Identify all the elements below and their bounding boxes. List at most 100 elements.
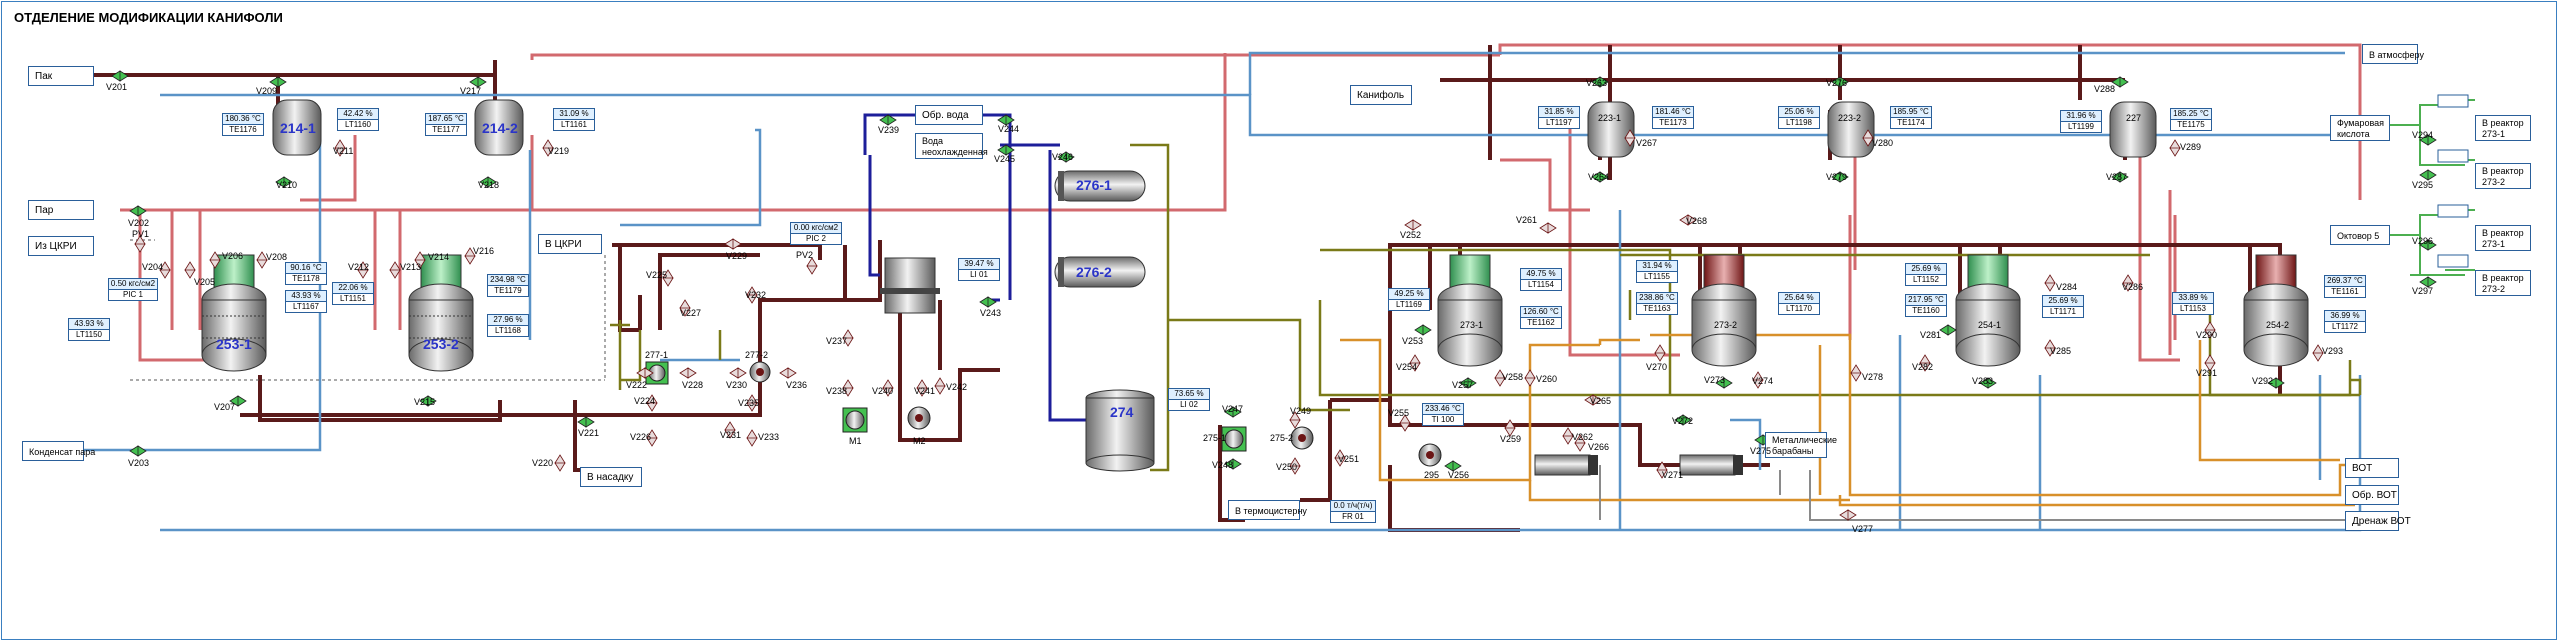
valve-v232[interactable] (746, 286, 758, 304)
tag-lt1161[interactable]: 31.09 %LT1161 (553, 108, 595, 131)
valve-v264[interactable] (1591, 171, 1609, 183)
valve-v230[interactable] (729, 367, 747, 379)
valve-v211[interactable] (334, 139, 346, 157)
valve-v252[interactable] (1404, 219, 1422, 231)
dest-reactor-273-1-a[interactable]: В реактор 273-1 (2475, 115, 2531, 141)
reactor-253-1[interactable] (201, 254, 267, 372)
valve-v265[interactable] (1584, 394, 1602, 406)
pump-275-1[interactable] (1221, 426, 1247, 452)
valve-v276[interactable] (1831, 76, 1849, 88)
valve-v205[interactable] (184, 261, 196, 279)
valve-v278[interactable] (1850, 364, 1862, 382)
dest-obr-vot[interactable]: Обр. ВОТ (2345, 485, 2399, 505)
valve-v225[interactable] (662, 269, 674, 287)
valve-v212[interactable] (357, 261, 369, 279)
valve-v240[interactable] (882, 379, 894, 397)
reactor-273-1[interactable] (1437, 254, 1503, 367)
source-iz-tskri[interactable]: Из ЦКРИ (28, 236, 94, 256)
valve-v202[interactable] (129, 205, 147, 217)
valve-v220[interactable] (554, 454, 566, 472)
valve-v227[interactable] (679, 299, 691, 317)
tag-lt1160[interactable]: 42.42 %LT1160 (337, 108, 379, 131)
pump-277-2[interactable] (749, 361, 771, 383)
valve-v239[interactable] (879, 114, 897, 126)
valve-v216[interactable] (464, 247, 476, 265)
dosing-boxes[interactable] (2437, 94, 2469, 268)
valve-v242[interactable] (934, 377, 946, 395)
dest-v-nasadku[interactable]: В насадку (580, 467, 642, 487)
valve-v224[interactable] (646, 394, 658, 412)
valve-v257[interactable] (1459, 377, 1477, 389)
reactor-273-2[interactable] (1691, 254, 1757, 367)
valve-v243[interactable] (979, 296, 997, 308)
valve-v218[interactable] (479, 176, 497, 188)
valve-v293[interactable] (2312, 344, 2324, 362)
tag-lt1154[interactable]: 49.75 %LT1154 (1520, 268, 1562, 291)
source-par[interactable]: Пар (28, 200, 94, 220)
drum-filler-2[interactable] (1679, 454, 1743, 476)
valve-v280[interactable] (1862, 129, 1874, 147)
valve-v245[interactable] (997, 144, 1015, 156)
motor-m2[interactable] (907, 406, 931, 430)
source-pak[interactable]: Пак (28, 66, 94, 86)
valve-v253[interactable] (1414, 324, 1432, 336)
reactor-254-1[interactable] (1955, 254, 2021, 367)
source-kanifol[interactable]: Канифоль (1350, 85, 1412, 105)
valve-v226[interactable] (646, 429, 658, 447)
valve-pv1[interactable] (134, 235, 146, 253)
tag-lt1167[interactable]: 43.93 %LT1167 (285, 290, 327, 313)
exchanger-276-1[interactable] (1054, 170, 1146, 202)
dest-v-atmosferu[interactable]: В атмосферу (2362, 44, 2424, 64)
valve-v284[interactable] (2044, 274, 2056, 292)
dest-v-termoistern[interactable]: В термоцистерну (1228, 500, 1307, 520)
valve-v254[interactable] (1409, 354, 1421, 372)
valve-v286[interactable] (2122, 274, 2134, 292)
drum-filler-1[interactable] (1534, 454, 1598, 476)
tag-li01[interactable]: 39.47 %LI 01 (958, 258, 1000, 281)
valve-v244[interactable] (997, 114, 1015, 126)
valve-v250[interactable] (1289, 457, 1301, 475)
valve-v241[interactable] (916, 379, 928, 397)
valve-v267[interactable] (1624, 129, 1636, 147)
dest-kondensat[interactable]: Конденсат пара (22, 441, 95, 461)
tag-lt1171[interactable]: 25.69 %LT1171 (2042, 295, 2084, 318)
pump-277-1[interactable] (645, 361, 669, 385)
valve-v249[interactable] (1289, 411, 1301, 429)
tag-lt1153[interactable]: 33.89 %LT1153 (2172, 292, 2214, 315)
valve-v236[interactable] (779, 367, 797, 379)
separator-column[interactable] (880, 257, 940, 314)
source-oktovor5[interactable]: Октовор 5 (2330, 225, 2390, 245)
valve-v213[interactable] (389, 261, 401, 279)
tag-lt1169[interactable]: 49.25 %LT1169 (1388, 288, 1430, 311)
valve-v221[interactable] (577, 416, 595, 428)
tag-lt1150[interactable]: 43.93 %LT1150 (68, 318, 110, 341)
valve-v261[interactable] (1539, 222, 1557, 234)
tank-214-1[interactable] (272, 99, 322, 156)
valve-v256[interactable] (1444, 460, 1462, 472)
tag-lt1151[interactable]: 22.06 %LT1151 (332, 282, 374, 305)
valve-v291[interactable] (2204, 354, 2216, 372)
pump-275-2[interactable] (1290, 426, 1314, 450)
dest-reactor-273-2-b[interactable]: В реактор 273-2 (2475, 270, 2531, 296)
dest-vot[interactable]: ВОТ (2345, 458, 2399, 478)
valve-v222[interactable] (636, 367, 654, 379)
valve-v210[interactable] (275, 176, 293, 188)
valve-v229[interactable] (724, 238, 742, 250)
valve-v206[interactable] (209, 251, 221, 269)
valve-v281[interactable] (1939, 324, 1957, 336)
tag-lt1155[interactable]: 31.94 %LT1155 (1636, 260, 1678, 283)
reactor-254-2[interactable] (2243, 254, 2309, 367)
tag-li02[interactable]: 73.65 %LI 02 (1168, 388, 1210, 411)
tag-lt1152[interactable]: 25.69 %LT1152 (1905, 263, 1947, 286)
valve-pv2[interactable] (806, 257, 818, 275)
dest-metall-barab[interactable]: Металлические барабаны (1765, 432, 1837, 458)
valve-v209[interactable] (269, 76, 287, 88)
